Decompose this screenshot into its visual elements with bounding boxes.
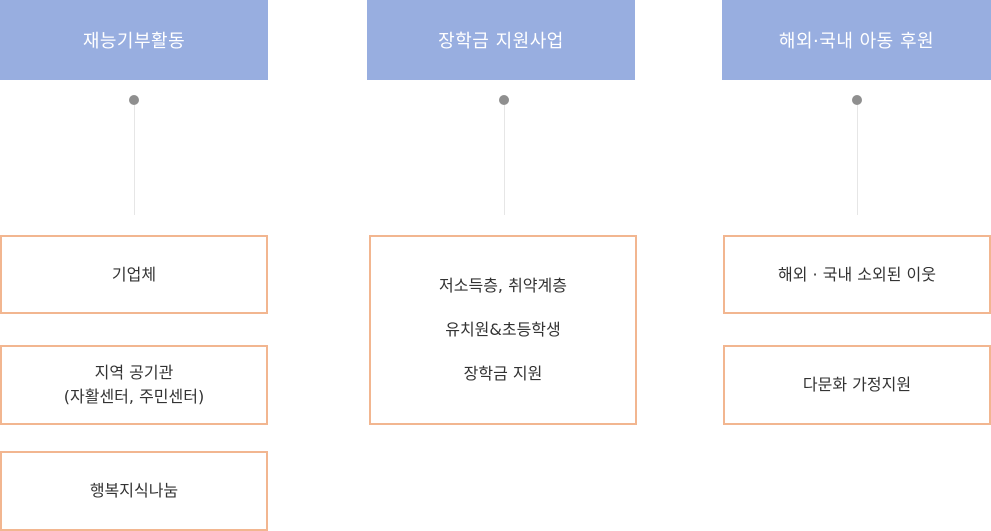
connector-dot: [852, 95, 862, 105]
box-text: 기업체: [111, 264, 157, 284]
box-text: 장학금 지원: [463, 364, 543, 383]
header-talent-donation: 재능기부활동: [0, 0, 268, 80]
box-local-public-institutions: 지역 공기관 (자활센터, 주민센터): [0, 345, 268, 425]
box-text: (자활센터, 주민센터): [63, 387, 205, 406]
box-text: 유치원&초등학생: [445, 320, 561, 339]
box-text: 지역 공기관: [94, 363, 174, 382]
box-happy-knowledge-sharing: 행복지식나눔: [0, 451, 268, 531]
header-scholarship-program: 장학금 지원사업: [367, 0, 635, 80]
connector-line: [504, 105, 505, 215]
box-underprivileged-neighbors: 해외 · 국내 소외된 이웃: [723, 235, 991, 314]
connector-dot: [129, 95, 139, 105]
connector-dot: [499, 95, 509, 105]
box-text: 해외 · 국내 소외된 이웃: [778, 264, 936, 284]
header-child-sponsorship: 해외·국내 아동 후원: [722, 0, 991, 80]
box-text: 다문화 가정지원: [802, 375, 912, 394]
box-text: 행복지식나눔: [89, 481, 179, 500]
box-corporations: 기업체: [0, 235, 268, 314]
connector-line: [857, 105, 858, 215]
connector-line: [134, 105, 135, 215]
box-text: 저소득층, 취약계층: [439, 276, 567, 295]
box-scholarship-support: 저소득층, 취약계층 유치원&초등학생 장학금 지원: [369, 235, 637, 425]
box-multicultural-family-support: 다문화 가정지원: [723, 345, 991, 425]
